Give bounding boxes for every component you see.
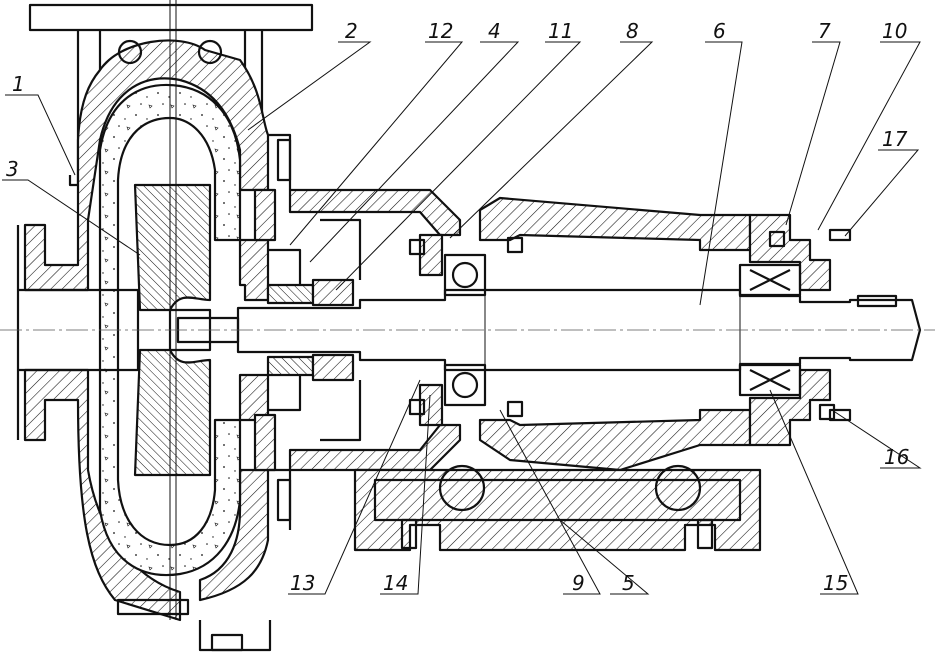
callout-10: 10	[882, 19, 907, 43]
shaft	[236, 288, 922, 372]
callout-9: 9	[572, 571, 585, 595]
callout-8: 8	[626, 19, 639, 43]
leader-lines	[2, 41, 922, 595]
bolts	[116, 230, 836, 652]
callout-4: 4	[488, 19, 501, 43]
casing-cover	[238, 133, 292, 530]
callout-14: 14	[383, 571, 408, 595]
callout-3: 3	[6, 157, 19, 181]
callout-5: 5	[622, 571, 635, 595]
volute-casing	[23, 39, 270, 622]
callout-17: 17	[882, 127, 908, 151]
callout-11: 11	[548, 19, 573, 43]
callout-1: 1	[12, 72, 25, 96]
callout-labels: 1 2 3 4 5 6 7 8 9 10 11 12 13 14 15 16 1…	[6, 19, 909, 595]
callout-7: 7	[818, 19, 831, 43]
callout-6: 6	[713, 19, 726, 43]
callout-12: 12	[428, 19, 453, 43]
callout-15: 15	[823, 571, 848, 595]
callout-13: 13	[290, 571, 315, 595]
callout-2: 2	[345, 19, 358, 43]
seal-packing	[266, 218, 362, 442]
bearing-frame	[288, 188, 762, 552]
callout-16: 16	[884, 445, 909, 469]
